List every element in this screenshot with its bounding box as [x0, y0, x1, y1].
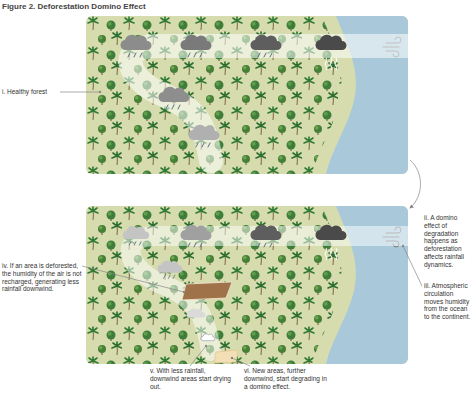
- humidity-flow-band: [131, 46, 408, 161]
- callout-label: iii. Atmospheric circulation moves humid…: [424, 282, 473, 321]
- leader-lines: [60, 92, 422, 366]
- rain-cloud: [180, 35, 211, 57]
- leader-dot: [231, 357, 233, 359]
- degrading-area: [214, 350, 238, 363]
- humidity-flow-band: [131, 236, 408, 351]
- domino-arrow: [410, 160, 421, 208]
- leader-line: [190, 346, 206, 366]
- leader-line: [232, 358, 250, 366]
- leader-dot: [402, 245, 404, 247]
- figure-title: Figure 2. Deforestation Domino Effect: [2, 2, 146, 11]
- rain-cloud: [315, 35, 346, 50]
- rain-cloud: [120, 35, 151, 57]
- leader-line: [403, 246, 422, 286]
- callout-label: ii. A domino effect of degradation happe…: [424, 214, 473, 269]
- rain-cloud: [250, 35, 281, 57]
- rain-cloud: [180, 225, 211, 247]
- leader-line: [60, 92, 100, 93]
- rain-cloud: [250, 225, 281, 247]
- degradation-panel: [86, 206, 416, 364]
- callout-label: v. With less rainfall, downwind areas st…: [150, 367, 232, 390]
- rain-cloud: [315, 225, 346, 240]
- leader-dot: [183, 291, 185, 293]
- callout-label: iv. If an area is deforested, the humidi…: [2, 262, 82, 293]
- rain-cloud: [158, 261, 183, 279]
- callout-label: i. Healthy forest: [2, 88, 82, 96]
- rain-cloud: [123, 226, 149, 245]
- deforested-area: [182, 282, 232, 300]
- leader-dot: [99, 91, 101, 93]
- rain-cloud: [188, 125, 219, 147]
- callout-label: vi. New areas, further downwind, start d…: [244, 367, 328, 390]
- leader-line: [82, 266, 184, 292]
- leader-dots: [99, 91, 404, 359]
- healthy-forest-panel: [86, 16, 416, 174]
- dry-cloud: [201, 334, 215, 341]
- rain-cloud: [158, 87, 189, 109]
- leader-dot: [205, 345, 207, 347]
- dry-cloud: [187, 308, 206, 317]
